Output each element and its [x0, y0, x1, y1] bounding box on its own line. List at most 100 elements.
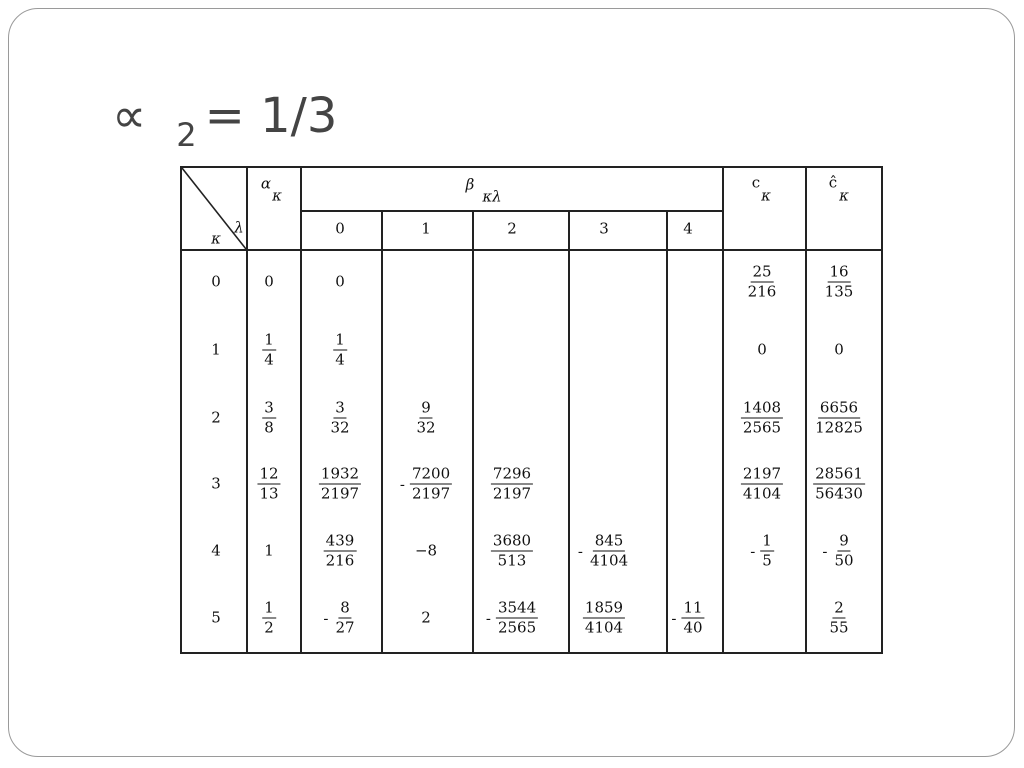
lambda-label-4: 4	[683, 219, 693, 238]
minus-sign: -	[577, 542, 583, 560]
divider-beta-2	[568, 210, 570, 654]
divider-beta-1	[472, 210, 474, 654]
numerator: 1932	[318, 464, 362, 485]
numerator: 11	[681, 598, 705, 619]
corner-diagonal	[181, 167, 246, 249]
chat-header-index: κ	[839, 186, 849, 205]
denominator: 50	[834, 551, 854, 570]
denominator: 4	[335, 350, 345, 369]
denominator: 5	[762, 551, 772, 570]
numerator: 3544	[495, 598, 539, 619]
denominator: 4104	[589, 551, 629, 570]
k-label-5: 5	[211, 608, 221, 627]
divider-beta-c	[722, 166, 724, 654]
denominator: 4104	[584, 618, 624, 637]
numerator: 25	[750, 262, 774, 283]
numerator: 7200	[409, 464, 453, 485]
numerator: 3680	[490, 531, 534, 552]
numerator: 3	[333, 398, 347, 419]
slide-title: ∝ 2= 1/3	[112, 86, 338, 154]
c-cell: 0	[757, 340, 767, 359]
lambda-label-0: 0	[335, 219, 345, 238]
chat-header-symbol: ĉ	[828, 173, 838, 192]
denominator: 513	[497, 551, 527, 570]
divider-beta-3	[666, 210, 668, 654]
alpha-cell: 0	[264, 272, 274, 291]
alpha-header-index: κ	[272, 186, 282, 205]
denominator: 216	[325, 551, 355, 570]
lambda-label-2: 2	[507, 219, 517, 238]
beta-cell: 2	[421, 608, 431, 627]
numerator: 28561	[813, 464, 865, 485]
beta-cell: −8	[414, 541, 438, 560]
denominator: 27	[335, 618, 355, 637]
k-label-1: 1	[211, 340, 221, 359]
divider-c-chat	[805, 166, 807, 654]
proportional-symbol: ∝	[112, 88, 147, 144]
minus-sign: -	[323, 609, 329, 627]
numerator: 7296	[490, 464, 534, 485]
c-header-symbol: c	[751, 173, 761, 192]
title-value: = 1/3	[204, 88, 338, 144]
divider-k-alpha	[246, 166, 248, 654]
lambda-label-1: 1	[421, 219, 431, 238]
numerator: 3	[262, 398, 276, 419]
minus-sign: -	[822, 542, 828, 560]
slide-frame	[8, 8, 1015, 757]
numerator: 1859	[582, 598, 626, 619]
denominator: 32	[416, 418, 436, 437]
divider-beta-subheader	[300, 210, 722, 212]
divider-header	[180, 249, 883, 251]
alpha-header-symbol: α	[260, 174, 272, 193]
numerator: 2197	[740, 464, 784, 485]
numerator: 9	[419, 398, 433, 419]
corner-lambda-label: λ	[234, 218, 244, 237]
beta-header-symbol: β	[465, 175, 475, 194]
diagonal-line	[181, 167, 246, 249]
numerator: 1	[262, 330, 276, 351]
denominator: 4104	[742, 484, 782, 503]
numerator: 8	[338, 598, 352, 619]
denominator: 2197	[492, 484, 532, 503]
chat-cell: 0	[834, 340, 844, 359]
denominator: 4	[264, 350, 274, 369]
k-label-4: 4	[211, 541, 221, 560]
title-subscript: 2	[176, 116, 197, 154]
minus-sign: -	[399, 475, 405, 493]
beta-cell: 0	[335, 272, 345, 291]
